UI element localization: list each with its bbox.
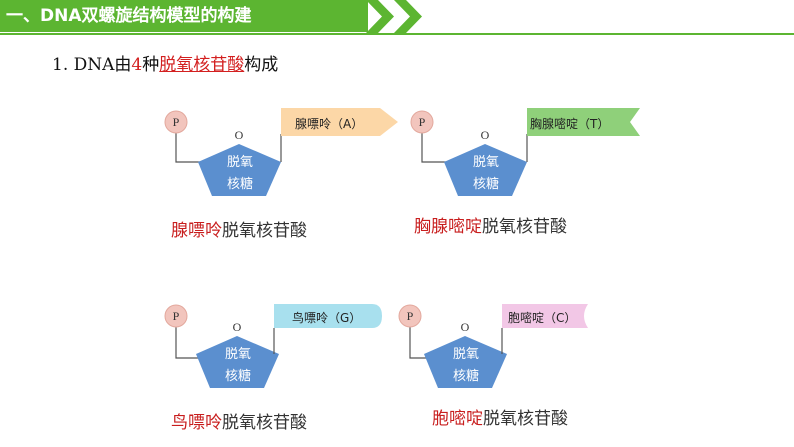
- oxygen-label: O: [461, 320, 470, 334]
- subtitle-prefix: 1. DNA由: [52, 55, 132, 75]
- subtitle: 1. DNA由4种脱氧核苷酸构成: [52, 52, 278, 78]
- base-label: 鸟嘌呤（G）: [292, 311, 362, 325]
- nucleotide-guanine: P O 鸟嘌呤（G） 脱氧 核糖: [162, 300, 412, 390]
- oxygen-label: O: [235, 128, 244, 142]
- deoxyribose-pentagon: [424, 336, 507, 388]
- phosphate-circle: [398, 304, 422, 328]
- oxygen-label: O: [481, 128, 490, 142]
- section-header: 一、DNA双螺旋结构模型的构建: [0, 0, 794, 35]
- sugar-line2: 核糖: [472, 177, 499, 192]
- base-tag: [274, 304, 382, 328]
- chevron-right-icon: [366, 0, 394, 33]
- sugar-line1: 脱氧: [472, 155, 499, 170]
- caption-base: 鸟嘌呤: [171, 413, 222, 433]
- sugar-line2: 核糖: [224, 369, 251, 384]
- caption-rest: 脱氧核苷酸: [222, 221, 307, 241]
- oxygen-label: O: [233, 320, 242, 334]
- phosphate-label: P: [173, 115, 180, 129]
- chevron-right-icon: [394, 0, 422, 33]
- phosphate-label: P: [173, 309, 180, 323]
- caption-rest: 脱氧核苷酸: [483, 409, 568, 429]
- base-label: 腺嘌呤（A）: [295, 117, 364, 131]
- nucleotide-diagram: P O: [410, 108, 640, 196]
- base-label: 胸腺嘧啶（T）: [530, 117, 610, 131]
- phosphate-label: P: [419, 115, 426, 129]
- caption-cytosine: 胞嘧啶脱氧核苷酸: [432, 404, 568, 429]
- header-underline: [0, 33, 794, 35]
- sugar-line2: 核糖: [452, 369, 479, 384]
- caption-base: 胸腺嘧啶: [414, 217, 482, 237]
- phosphate-label: P: [407, 309, 414, 323]
- sugar-label: 脱氧 核糖: [460, 152, 512, 196]
- nucleotide-adenine: P O 腺嘌呤（A） 脱氧 核糖: [162, 104, 412, 196]
- nucleotide-diagram: P O: [164, 108, 398, 196]
- nucleotide-cytosine: P O 胞嘧啶（C） 脱氧 核糖: [396, 300, 646, 390]
- base-tag: [502, 304, 588, 328]
- subtitle-count: 4: [131, 55, 143, 75]
- base-tag: [281, 108, 398, 136]
- deoxyribose-pentagon: [198, 144, 281, 196]
- header-bar: [0, 0, 368, 32]
- sugar-line2: 核糖: [226, 177, 253, 192]
- sugar-line1: 脱氧: [452, 347, 479, 362]
- section-title: 一、DNA双螺旋结构模型的构建: [6, 6, 252, 26]
- sugar-line1: 脱氧: [224, 347, 251, 362]
- caption-rest: 脱氧核苷酸: [222, 413, 307, 433]
- caption-rest: 脱氧核苷酸: [482, 217, 567, 237]
- phosphate-circle: [164, 110, 188, 134]
- sugar-line1: 脱氧: [226, 155, 253, 170]
- nucleotide-thymine: P O 胸腺嘧啶（T） 脱氧 核糖: [408, 104, 658, 196]
- nucleotide-diagram: P O: [398, 304, 588, 388]
- nucleotide-diagram: P O: [164, 304, 382, 388]
- subtitle-suffix: 构成: [244, 55, 279, 75]
- deoxyribose-pentagon: [196, 336, 279, 388]
- phosphate-circle: [164, 304, 188, 328]
- caption-guanine: 鸟嘌呤脱氧核苷酸: [171, 408, 307, 433]
- deoxyribose-pentagon: [444, 144, 527, 196]
- sugar-label: 脱氧 核糖: [212, 344, 264, 388]
- base-label: 胞嘧啶（C）: [508, 311, 577, 325]
- sugar-label: 脱氧 核糖: [440, 344, 492, 388]
- subtitle-term: 脱氧核苷酸: [159, 55, 245, 75]
- phosphate-circle: [410, 110, 434, 134]
- caption-base: 胞嘧啶: [432, 409, 483, 429]
- subtitle-middle: 种: [142, 55, 160, 75]
- base-tag: [527, 108, 640, 136]
- caption-adenine: 腺嘌呤脱氧核苷酸: [171, 216, 307, 241]
- caption-thymine: 胸腺嘧啶脱氧核苷酸: [414, 212, 567, 237]
- sugar-label: 脱氧 核糖: [214, 152, 266, 196]
- caption-base: 腺嘌呤: [171, 221, 222, 241]
